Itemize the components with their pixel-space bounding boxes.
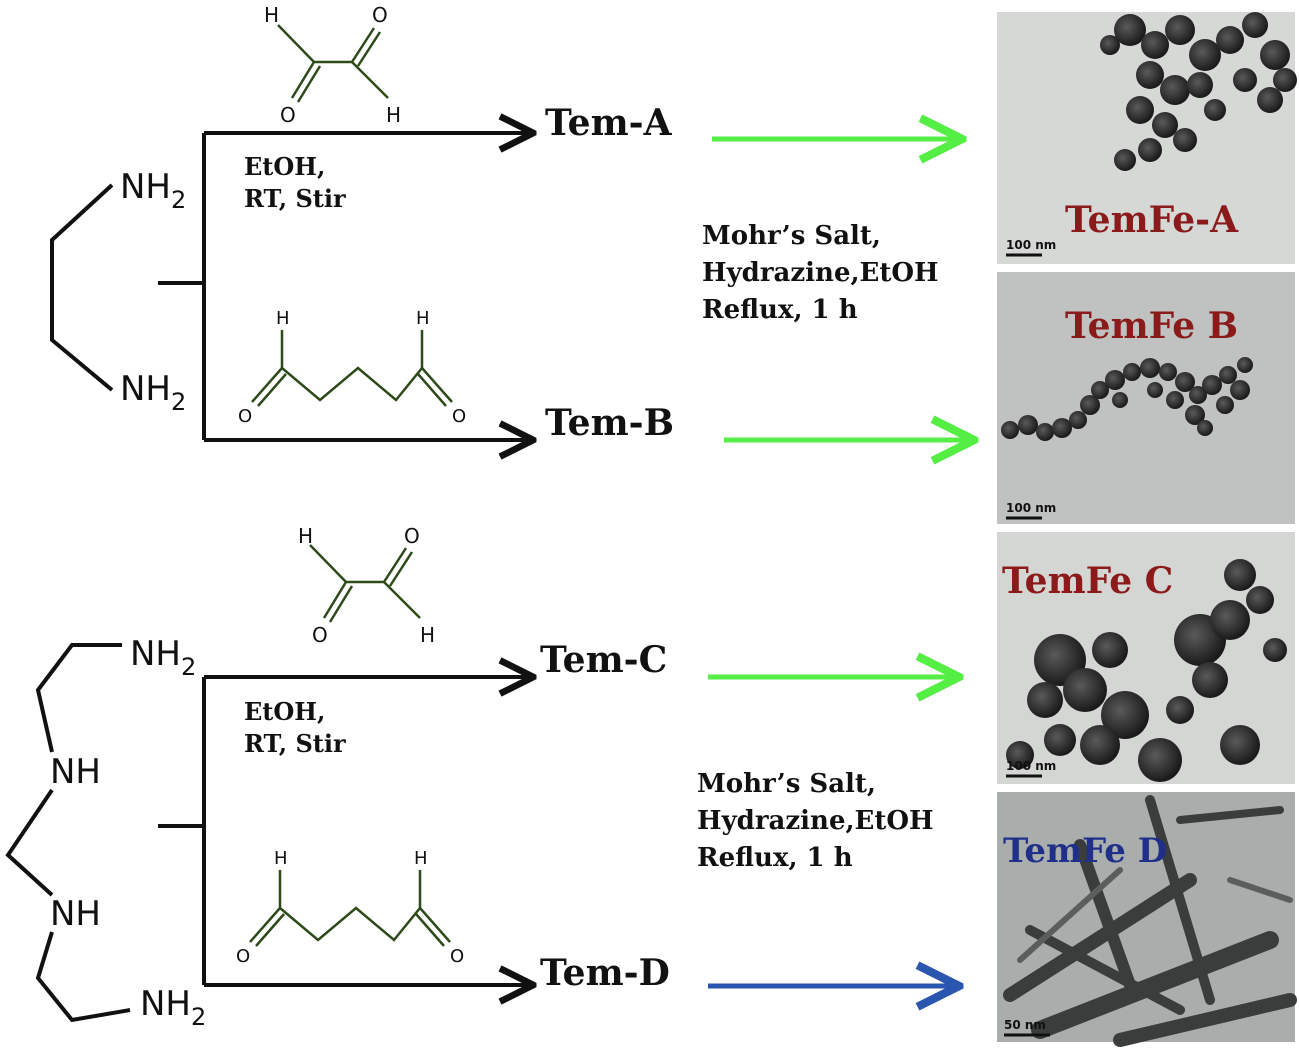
glyoxal-atoms-bottom: H O O H [298, 524, 435, 647]
svg-text:H: H [298, 524, 313, 548]
diamine-nh2-top: NH2 [120, 167, 186, 214]
conditions-step1-line1-bottom: EtOH, [244, 697, 325, 726]
svg-text:H: H [386, 103, 401, 127]
svg-text:O: O [280, 103, 296, 127]
conditions-step2-line1-bottom: Mohr’s Salt, [697, 769, 876, 799]
svg-text:NH: NH [50, 894, 101, 934]
product-tem-d: Tem-D [540, 952, 670, 994]
tem-label-b: TemFe B [1065, 305, 1238, 347]
scale-bar-label-d: 50 nm [1004, 1018, 1046, 1032]
svg-text:NH: NH [50, 752, 101, 792]
svg-text:NH2: NH2 [140, 984, 206, 1031]
svg-text:O: O [372, 3, 388, 27]
glutaraldehyde-structure-top [251, 330, 453, 407]
conditions-step2-line3-top: Reflux, 1 h [702, 295, 858, 325]
glutaraldehyde-structure-bottom [249, 870, 451, 947]
conditions-step1-line1-top: EtOH, [244, 152, 325, 181]
conditions-step2-line1-top: Mohr’s Salt, [702, 221, 881, 251]
tem-label-a: TemFe-A [1065, 199, 1239, 241]
glutaraldehyde-atoms-bottom: H H O O [236, 848, 464, 967]
product-tem-a: Tem-A [545, 102, 673, 144]
svg-text:H: H [416, 308, 430, 329]
scale-bar-label-a: 100 nm [1006, 238, 1056, 252]
tem-image-b: TemFe B 100 nm [997, 272, 1295, 524]
conditions-step1-line2-bottom: RT, Stir [244, 729, 346, 758]
product-tem-b: Tem-B [545, 402, 674, 444]
svg-text:O: O [450, 946, 464, 967]
svg-text:H: H [264, 3, 279, 27]
svg-text:H: H [414, 848, 428, 869]
conditions-step2-line2-bottom: Hydrazine,EtOH [697, 806, 934, 836]
glutaraldehyde-atoms-top: H H O O [238, 308, 466, 427]
svg-text:O: O [312, 623, 328, 647]
scale-bar-label-c: 100 nm [1006, 759, 1056, 773]
svg-text:H: H [420, 623, 435, 647]
svg-text:O: O [238, 406, 252, 427]
tem-image-a: TemFe-A 100 nm [997, 12, 1297, 264]
svg-text:H: H [276, 308, 290, 329]
branch-connector-top [158, 133, 530, 440]
tetramine-atoms: NH2 NH NH NH2 [50, 634, 206, 1031]
conditions-step1-line2-top: RT, Stir [244, 184, 346, 213]
product-tem-c: Tem-C [540, 639, 667, 681]
svg-text:H: H [274, 848, 288, 869]
glyoxal-structure-bottom [309, 544, 421, 623]
diamine-structure: NH2 NH2 [50, 167, 186, 416]
diamine-nh2-bottom: NH2 [120, 369, 186, 416]
svg-text:O: O [236, 946, 250, 967]
glyoxal-structure-top [277, 24, 389, 103]
tetramine-structure [5, 643, 131, 1023]
svg-text:O: O [404, 524, 420, 548]
scale-bar-label-b: 100 nm [1006, 501, 1056, 515]
tem-image-d: TemFe D 50 nm [997, 792, 1297, 1047]
glyoxal-atoms-top: H O O H [264, 3, 401, 127]
tem-label-c: TemFe C [1002, 560, 1173, 602]
tem-image-c: TemFe C 100 nm [997, 532, 1295, 784]
svg-text:NH2: NH2 [130, 634, 196, 681]
branch-connector-bottom [158, 677, 530, 985]
tem-label-d: TemFe D [1003, 831, 1167, 871]
conditions-step2-line3-bottom: Reflux, 1 h [697, 843, 853, 873]
svg-text:O: O [452, 406, 466, 427]
conditions-step2-line2-top: Hydrazine,EtOH [702, 258, 939, 288]
